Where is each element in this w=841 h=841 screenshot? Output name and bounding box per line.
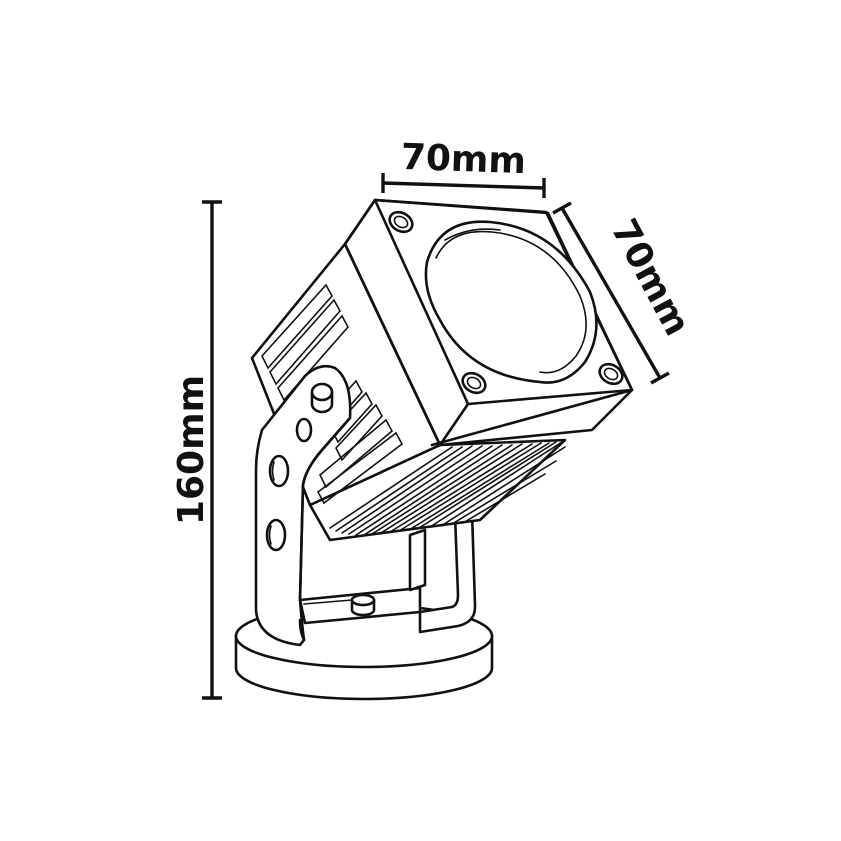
lens [424,220,598,384]
depth-dimension-line [560,207,662,379]
screw-bottom-left [461,371,487,395]
screw-bottom-right [598,362,624,386]
side-fin-lines [261,283,404,505]
bracket-holes [265,417,313,552]
depth-label: 70mm [603,213,698,343]
spotlight-illustration [234,198,634,701]
height-label: 160mm [171,375,212,525]
screw-top-left [388,210,414,234]
bracket-inner-wall [408,528,427,592]
width-label: 70mm [400,137,526,182]
bracket-hole-3 [265,518,287,552]
bracket-front-arm [254,364,352,647]
bracket-hole-1 [295,417,313,443]
base-screw [350,593,376,617]
bracket-hole-2 [268,454,290,488]
height-dimension: 160mm [171,200,222,700]
bracket-back-arm [418,510,477,634]
pivot-knob [310,382,334,414]
width-dimension: 70mm [381,137,546,198]
bottom-fin-lines [329,441,566,536]
front-face-screws [388,210,624,395]
depth-dimension-top-tick [552,201,572,215]
width-dimension-line [382,181,545,190]
depth-dimension-bottom-tick [650,371,670,385]
